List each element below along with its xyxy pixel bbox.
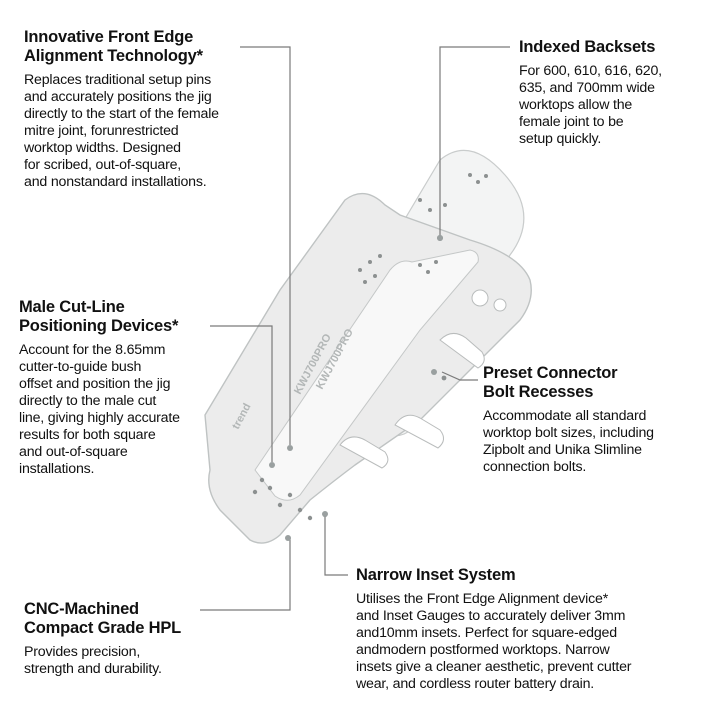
callout-narrow-inset: Narrow Inset System Utilises the Front E… xyxy=(356,566,696,693)
leader-dot-cnc xyxy=(285,535,291,541)
callout-cnc-machined-body: Provides precision, strength and durabil… xyxy=(24,644,162,677)
jig-main-plate xyxy=(204,192,532,544)
jig-holes xyxy=(252,173,488,521)
callout-narrow-inset-body: Utilises the Front Edge Alignment device… xyxy=(356,591,632,692)
callout-preset-connector-body: Accommodate all standard worktop bolt si… xyxy=(483,408,654,475)
leader-dot-male xyxy=(269,462,275,468)
callout-male-cut-line-title: Male Cut-Line Positioning Devices* xyxy=(19,298,219,336)
narrow-inset-title-line-1: Narrow Inset System xyxy=(356,566,516,584)
callout-cnc-machined-title: CNC-Machined Compact Grade HPL xyxy=(24,600,224,638)
preset-connector-title-line-1: Preset Connector xyxy=(483,364,618,382)
callout-front-edge-body: Replaces traditional setup pins and accu… xyxy=(24,72,219,190)
callout-indexed-backsets: Indexed Backsets For 600, 610, 616, 620,… xyxy=(519,38,704,148)
front-edge-title-line-1: Innovative Front Edge xyxy=(24,28,194,46)
leader-male-cut-line xyxy=(210,325,273,462)
callout-narrow-inset-title: Narrow Inset System xyxy=(356,566,696,585)
leader-narrow-inset xyxy=(324,515,348,576)
callout-indexed-backsets-body: For 600, 610, 616, 620, 635, and 700mm w… xyxy=(519,63,662,147)
callout-preset-connector-title: Preset Connector Bolt Recesses xyxy=(483,364,703,402)
callout-male-cut-line-body: Account for the 8.65mm cutter-to-guide b… xyxy=(19,342,180,477)
front-edge-title-line-2: Alignment Technology* xyxy=(24,47,203,65)
cnc-machined-title-line-1: CNC-Machined xyxy=(24,600,139,618)
callout-front-edge: Innovative Front Edge Alignment Technolo… xyxy=(24,28,264,191)
callout-indexed-backsets-title: Indexed Backsets xyxy=(519,38,704,57)
leader-indexed-backsets xyxy=(439,46,510,238)
indexed-backsets-title-line-1: Indexed Backsets xyxy=(519,38,656,56)
leader-dot-connector xyxy=(431,369,437,375)
callout-preset-connector: Preset Connector Bolt Recesses Accommoda… xyxy=(483,364,703,476)
leader-lines xyxy=(200,46,510,611)
callout-cnc-machined: CNC-Machined Compact Grade HPL Provides … xyxy=(24,600,224,678)
leader-dot-front-edge xyxy=(287,445,293,451)
callout-male-cut-line: Male Cut-Line Positioning Devices* Accou… xyxy=(19,298,219,478)
leader-dots xyxy=(269,235,443,541)
callout-front-edge-title: Innovative Front Edge Alignment Technolo… xyxy=(24,28,264,66)
male-cut-line-title-line-1: Male Cut-Line xyxy=(19,298,125,316)
leader-preset-connector xyxy=(441,371,478,381)
leader-cnc xyxy=(200,538,291,611)
preset-connector-title-line-2: Bolt Recesses xyxy=(483,383,594,401)
cnc-machined-title-line-2: Compact Grade HPL xyxy=(24,619,182,637)
leader-front-edge xyxy=(240,46,291,445)
male-cut-line-title-line-2: Positioning Devices* xyxy=(19,317,179,335)
leader-dot-backsets xyxy=(437,235,443,241)
leader-dot-inset xyxy=(322,511,328,517)
